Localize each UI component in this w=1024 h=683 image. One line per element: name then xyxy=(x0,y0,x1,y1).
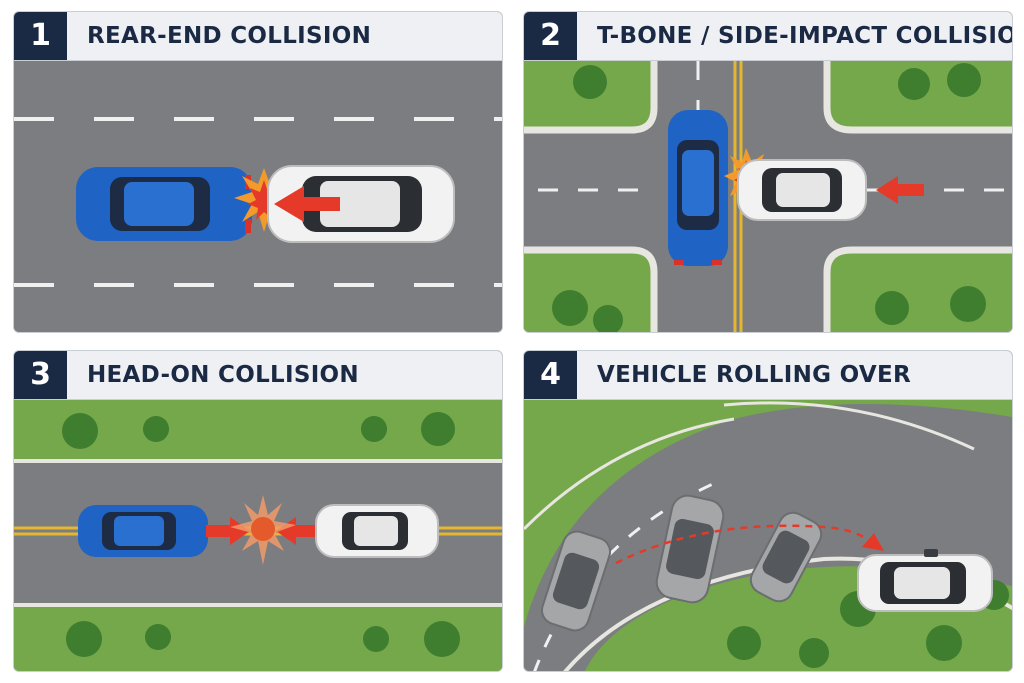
panel-head-on: 3 HEAD-ON COLLISION xyxy=(13,350,503,672)
direction-arrow xyxy=(274,186,340,222)
blue-car xyxy=(668,110,728,266)
panel-header: 3 HEAD-ON COLLISION xyxy=(14,351,502,400)
rolling-car-ghost-2 xyxy=(655,494,725,604)
direction-arrow xyxy=(876,176,924,204)
panel-number: 3 xyxy=(14,351,67,399)
blue-car xyxy=(78,505,208,557)
blue-car xyxy=(76,167,252,241)
panel-rollover: 4 VEHICLE ROLLING OVER xyxy=(523,350,1013,672)
panel-title: HEAD-ON COLLISION xyxy=(87,362,359,388)
rolling-car-ghost-3 xyxy=(749,511,823,603)
panel-t-bone: 2 T-BONE / SIDE-IMPACT COLLISION xyxy=(523,11,1013,333)
panel-number: 4 xyxy=(524,351,577,399)
panel-number: 2 xyxy=(524,12,577,60)
white-car xyxy=(315,504,439,558)
direction-arrow xyxy=(206,517,250,545)
impact-burst xyxy=(230,495,296,565)
t-bone-scene xyxy=(524,60,1012,332)
rear-end-scene xyxy=(14,60,502,332)
panel-rear-end: 1 REAR-END COLLISION xyxy=(13,11,503,333)
white-car xyxy=(857,549,993,612)
white-car xyxy=(737,159,867,221)
direction-arrow xyxy=(276,517,318,545)
trajectory-arrowhead xyxy=(862,533,884,551)
panel-header: 1 REAR-END COLLISION xyxy=(14,12,502,61)
panel-title: T-BONE / SIDE-IMPACT COLLISION xyxy=(597,23,1013,49)
panel-title: REAR-END COLLISION xyxy=(87,23,372,49)
panel-header: 2 T-BONE / SIDE-IMPACT COLLISION xyxy=(524,12,1012,61)
head-on-scene xyxy=(14,399,502,671)
trajectory-path xyxy=(615,524,871,565)
white-car xyxy=(267,165,455,243)
rolling-car-ghost-1 xyxy=(540,530,612,632)
panel-number: 1 xyxy=(14,12,67,60)
rollover-scene xyxy=(524,399,1012,671)
panel-title: VEHICLE ROLLING OVER xyxy=(597,362,911,388)
panel-header: 4 VEHICLE ROLLING OVER xyxy=(524,351,1012,400)
